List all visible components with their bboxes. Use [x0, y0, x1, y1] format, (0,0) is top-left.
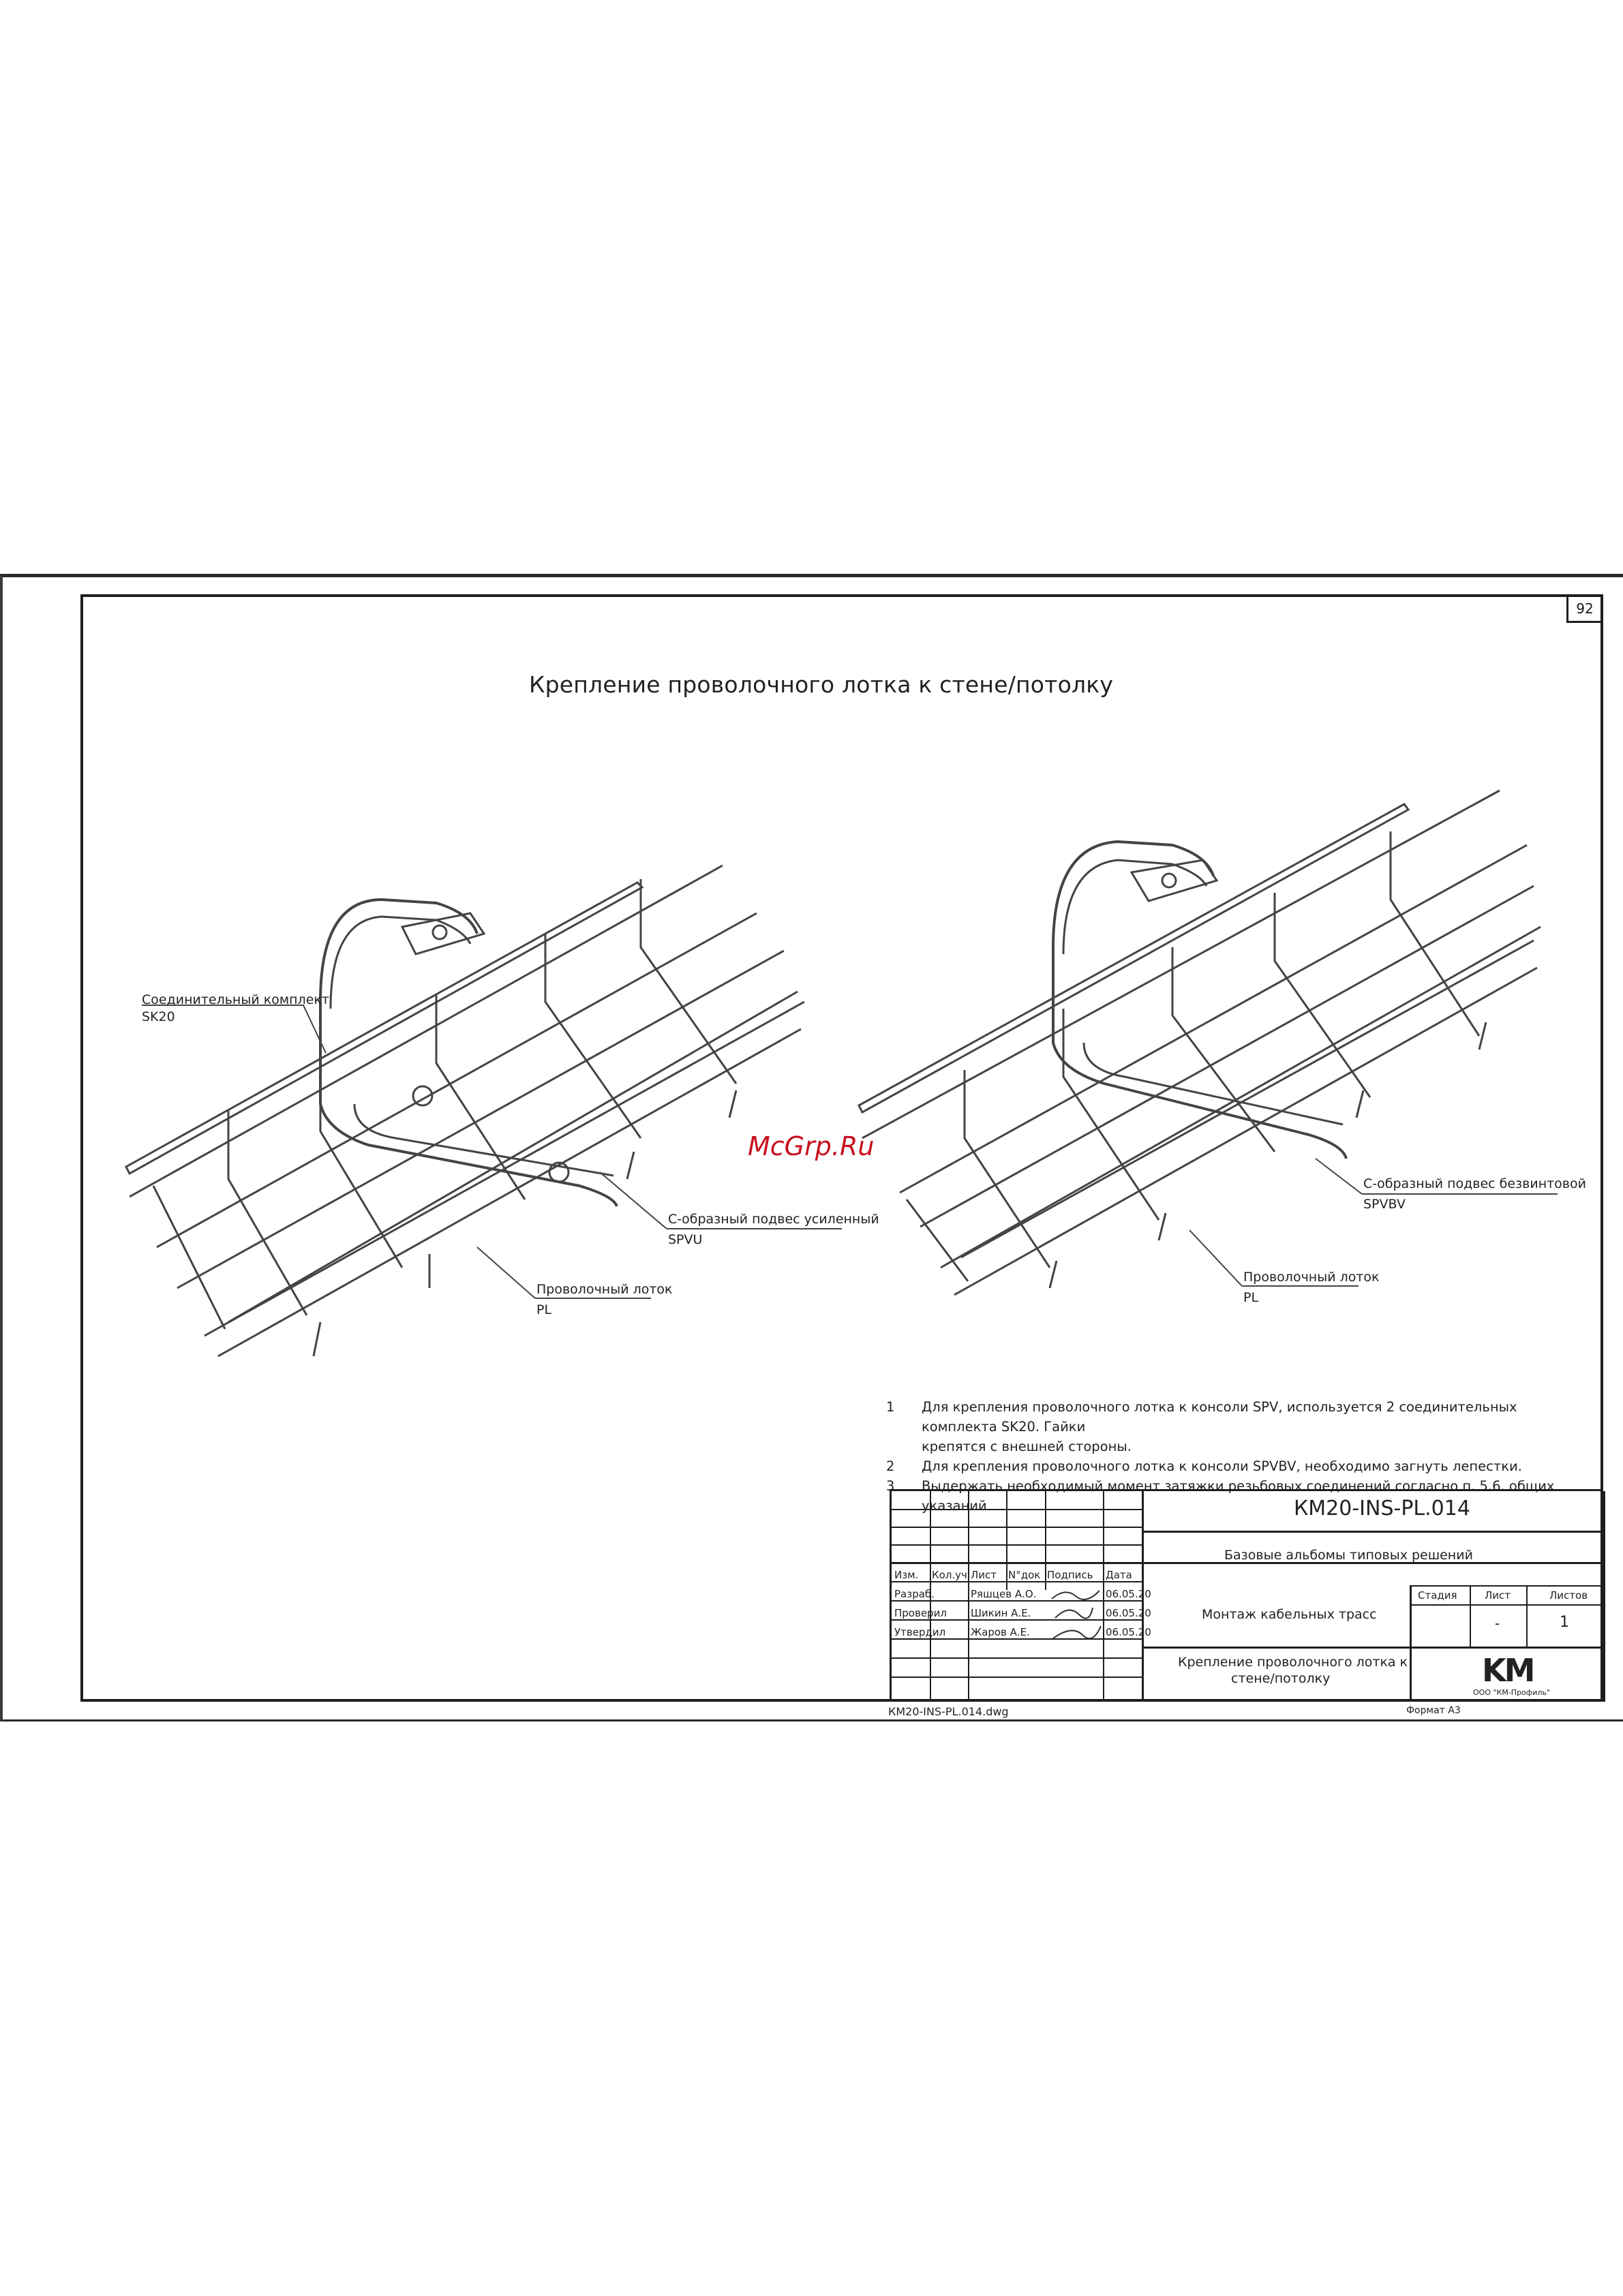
- sheets-value: 1: [1560, 1614, 1569, 1631]
- sheets-label: Листов: [1549, 1589, 1588, 1602]
- role-label: Разраб.: [894, 1588, 935, 1600]
- role-label: Утвердил: [894, 1626, 946, 1638]
- callout-right-hanger-name: С-образный подвес безвинтовой: [1363, 1176, 1586, 1191]
- right-tray-drawing: [858, 789, 1541, 1296]
- album-name: Базовые альбомы типовых решений: [1224, 1548, 1473, 1563]
- callout-right-tray-name: Проволочный лоток: [1243, 1270, 1380, 1285]
- callout-right-hanger-code: SPVBV: [1363, 1197, 1406, 1212]
- col-header: Дата: [1106, 1569, 1132, 1581]
- callout-left-tray-code: PL: [536, 1302, 552, 1317]
- col-header: Кол.уч: [932, 1569, 967, 1581]
- sign-date: 06.05.20: [1106, 1607, 1151, 1619]
- role-label: Проверил: [894, 1607, 947, 1619]
- person-name: Жаров А.Е.: [971, 1626, 1030, 1638]
- page-number: 92: [1566, 594, 1603, 623]
- company-name: ООО "КМ-Профиль": [1473, 1688, 1550, 1697]
- note-text: Для крепления проволочного лотка к консо…: [922, 1399, 1517, 1435]
- sheet-value: -: [1495, 1615, 1500, 1632]
- sign-date: 06.05.20: [1106, 1626, 1151, 1638]
- section-name: Монтаж кабельных трасс: [1202, 1607, 1377, 1622]
- col-header: Подпись: [1047, 1569, 1093, 1581]
- drawing-name-line1: Крепление проволочного лотка к: [1178, 1655, 1408, 1670]
- drawing-title: Крепление проволочного лотка к стене/пот…: [529, 671, 1114, 698]
- title-block: КМ20-INS-PL.014 Базовые альбомы типовых …: [890, 1489, 1605, 1702]
- sheet-label: Лист: [1485, 1589, 1511, 1602]
- person-name: Шикин А.Е.: [971, 1607, 1031, 1619]
- sign-date: 06.05.20: [1106, 1588, 1151, 1600]
- col-header: Лист: [971, 1569, 997, 1581]
- footer-file-name: КМ20-INS-PL.014.dwg: [888, 1705, 1009, 1718]
- callout-left-connector-code: SK20: [142, 1009, 175, 1024]
- stage-label: Стадия: [1418, 1589, 1457, 1602]
- note-text: Для крепления проволочного лотка к консо…: [922, 1458, 1522, 1474]
- drawing-name-line2: стене/потолку: [1231, 1671, 1331, 1686]
- signatures: [1051, 1590, 1102, 1640]
- footer-format: Формат А3: [1406, 1705, 1461, 1716]
- watermark: McGrp.Ru: [748, 1131, 875, 1161]
- note-number: 2: [886, 1458, 895, 1474]
- leader-lines: [142, 1005, 1558, 1299]
- company-logo: KM: [1482, 1652, 1535, 1689]
- callout-left-tray-name: Проволочный лоток: [536, 1282, 673, 1297]
- callout-right-tray-code: PL: [1243, 1290, 1259, 1305]
- col-header: N°док: [1008, 1569, 1041, 1581]
- drawing-sheet: [0, 574, 1623, 1721]
- note-item: 2 Для крепления проволочного лотка к кон…: [886, 1456, 1581, 1476]
- note-item: 1 Для крепления проволочного лотка к кон…: [886, 1397, 1581, 1456]
- drawing-frame: [80, 594, 1603, 1702]
- callout-left-hanger-code: SPVU: [668, 1232, 703, 1247]
- left-tray-drawing: [125, 864, 805, 1358]
- callout-left-hanger-name: С-образный подвес усиленный: [668, 1212, 879, 1227]
- person-name: Ряшцев А.О.: [971, 1588, 1037, 1600]
- note-text: крепятся с внешней стороны.: [922, 1439, 1132, 1454]
- doc-code: КМ20-INS-PL.014: [1294, 1497, 1470, 1520]
- note-number: 1: [886, 1399, 895, 1415]
- col-header: Изм.: [894, 1569, 919, 1581]
- callout-left-connector-name: Соединительный комплект: [142, 992, 329, 1007]
